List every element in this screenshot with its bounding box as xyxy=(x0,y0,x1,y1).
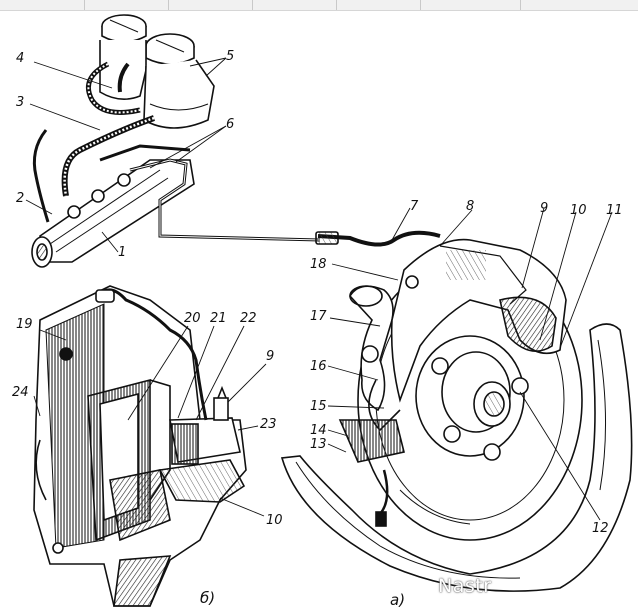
callout-3: 3 xyxy=(16,95,25,110)
reservoir-body-right xyxy=(143,59,215,129)
callout-17: 17 xyxy=(310,309,327,324)
callout-7: 7 xyxy=(410,199,419,214)
callout-24: 24 xyxy=(12,385,29,400)
dust-guard-plate xyxy=(338,419,405,463)
callout-10-caliper: 10 xyxy=(266,513,283,528)
reservoir-cap-left-skirt xyxy=(101,26,147,43)
callout-2: 2 xyxy=(16,191,25,206)
callout-22: 22 xyxy=(240,311,257,326)
browser-toolbar-strip xyxy=(0,0,638,11)
callout-18: 18 xyxy=(310,257,327,272)
sublabel-b: б) xyxy=(200,589,216,607)
callout-15: 15 xyxy=(310,399,327,414)
callout-6: 6 xyxy=(226,117,235,132)
callout-13: 13 xyxy=(310,437,327,452)
callout-19: 19 xyxy=(16,317,33,332)
callout-9-caliper: 9 xyxy=(266,349,275,364)
callout-9-wheel: 9 xyxy=(540,201,549,216)
callout-5: 5 xyxy=(226,49,235,64)
callout-23: 23 xyxy=(260,417,277,432)
watermark-text: Nastr xyxy=(438,575,492,597)
master-cylinder-assembly xyxy=(31,14,441,268)
wheel-brake-assembly xyxy=(280,238,633,592)
callout-20: 20 xyxy=(184,311,201,326)
callout-4: 4 xyxy=(16,51,25,66)
callout-10-wheel: 10 xyxy=(570,203,587,218)
leader-lines xyxy=(25,57,613,521)
callout-12: 12 xyxy=(592,521,609,536)
bleed-screw xyxy=(213,397,229,421)
callout-8: 8 xyxy=(466,199,475,214)
callout-11: 11 xyxy=(606,203,623,218)
splash-shield xyxy=(280,323,633,592)
callout-14: 14 xyxy=(310,423,327,438)
callout-1: 1 xyxy=(118,245,127,260)
sublabel-a: а) xyxy=(390,591,406,609)
callout-16: 16 xyxy=(310,359,327,374)
caliper-cutaway xyxy=(33,285,247,607)
callout-21: 21 xyxy=(210,311,227,326)
